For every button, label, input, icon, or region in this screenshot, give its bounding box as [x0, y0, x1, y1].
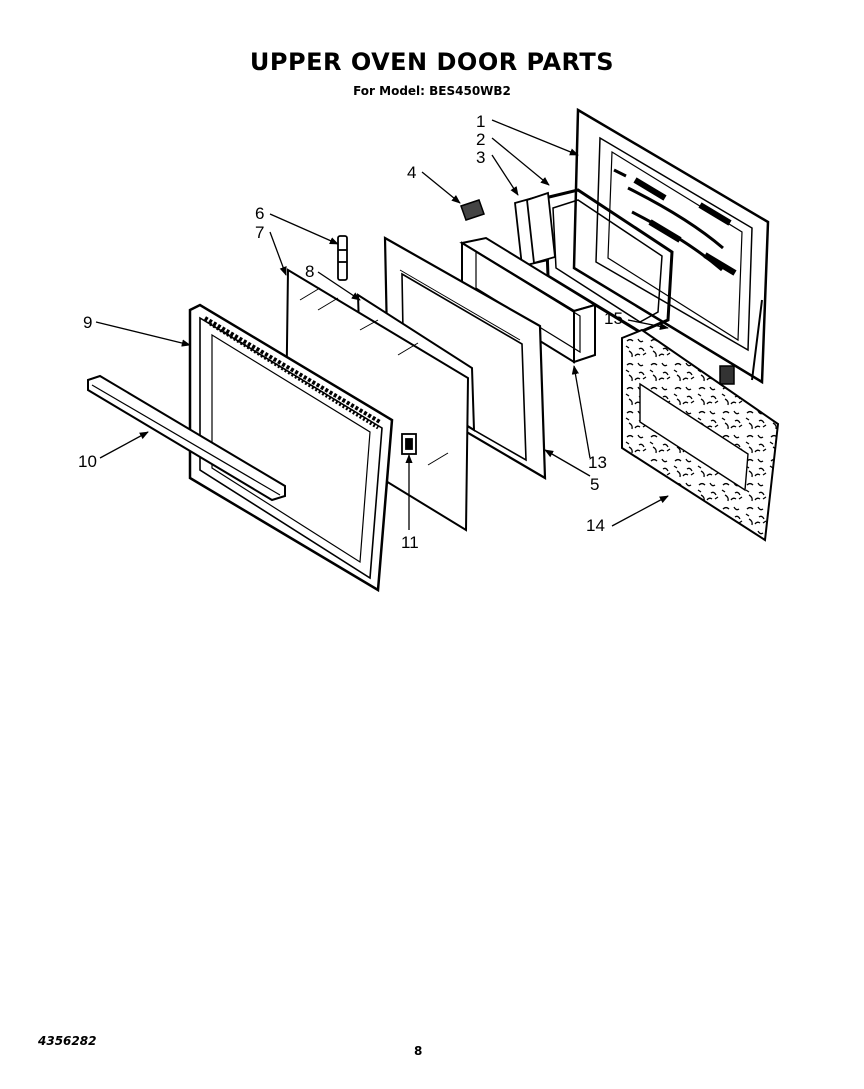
callout-15: 15	[604, 309, 623, 328]
callout-4: 4	[407, 163, 416, 182]
callout-3: 3	[476, 148, 485, 167]
part-clip	[460, 199, 485, 221]
callout-9: 9	[83, 313, 92, 332]
part-hinge-pin	[337, 235, 348, 281]
callout-8: 8	[305, 262, 314, 281]
callout-1: 1	[476, 112, 485, 131]
callout-11: 11	[401, 533, 419, 552]
callout-13: 13	[588, 453, 607, 472]
page-title: UPPER OVEN DOOR PARTS	[249, 48, 615, 76]
part-latch	[719, 365, 735, 385]
part-bracket	[514, 191, 556, 268]
part-outer-door-frame	[188, 303, 394, 593]
callout-5: 5	[590, 475, 599, 494]
part-door-liner	[572, 107, 770, 385]
callout-10: 10	[78, 452, 97, 471]
model-subtitle: For Model: BES450WB2	[353, 84, 511, 98]
callout-7: 7	[255, 223, 264, 242]
leader-lines	[95, 119, 669, 530]
page-number: 8	[414, 1044, 423, 1058]
part-small-bracket	[401, 433, 417, 455]
callout-6: 6	[255, 204, 264, 223]
document-number: 4356282	[38, 1034, 97, 1048]
callout-2: 2	[476, 130, 485, 149]
part-insulation-box	[459, 236, 598, 364]
part-door-handle	[87, 374, 286, 502]
part-insulation-panel	[621, 328, 780, 542]
callout-14: 14	[586, 516, 605, 535]
